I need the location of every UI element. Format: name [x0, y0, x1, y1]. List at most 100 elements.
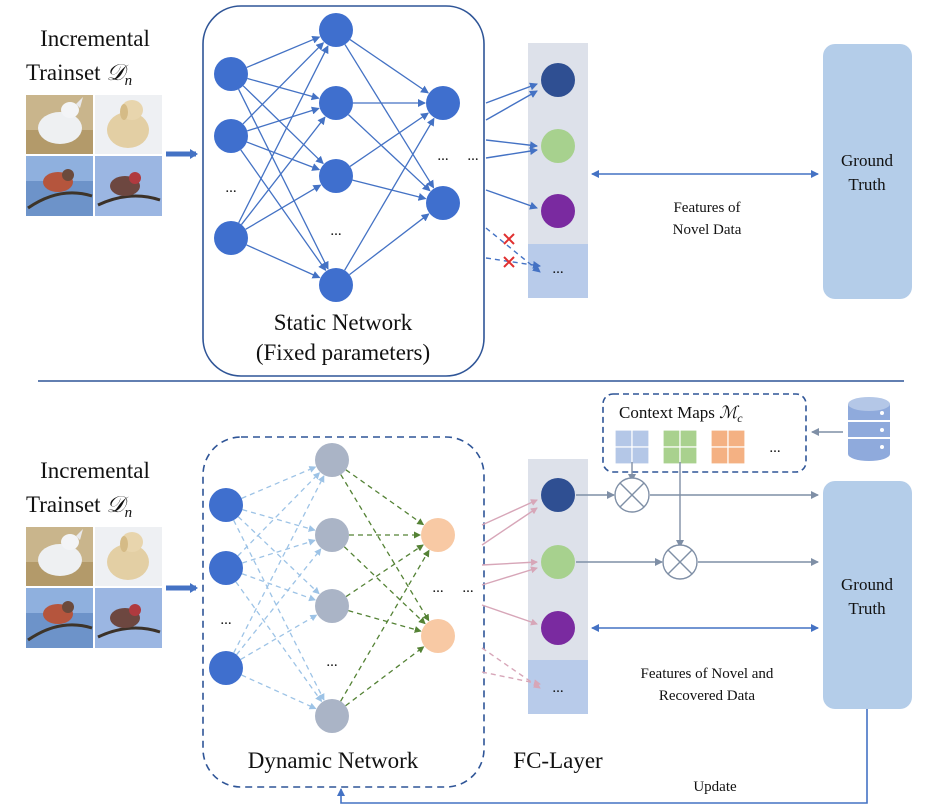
bird-image — [26, 588, 93, 648]
bottom-ground-truth-line1: Ground — [841, 575, 893, 594]
top-ground-truth-line1: Ground — [841, 151, 893, 170]
context-maps-label: Context Maps ℳc — [619, 403, 743, 425]
context-map-tile — [614, 429, 650, 465]
update-arrow — [337, 709, 868, 804]
bottom-network-edges — [233, 466, 430, 710]
top-fc-node-2 — [541, 129, 575, 163]
network-edge — [233, 475, 325, 654]
network-edge — [240, 614, 318, 660]
top-ground-truth-box — [823, 44, 912, 299]
network-edge — [345, 469, 425, 526]
bottom-outer-ellipsis: ... — [462, 580, 473, 596]
top-features-label-line2: Novel Data — [673, 222, 742, 238]
top-fc-node-1 — [541, 63, 575, 97]
network-edge — [247, 77, 320, 101]
top-input-ellipsis: ... — [225, 180, 236, 196]
multiply-icon — [614, 477, 650, 513]
top-trainset-images — [26, 95, 162, 216]
network-edge — [344, 117, 435, 271]
network-edge — [352, 179, 427, 201]
network-edge — [349, 112, 429, 167]
bottom-input-ellipsis: ... — [220, 612, 231, 628]
context-maps-box — [602, 393, 807, 473]
bottom-hidden-node-3 — [315, 589, 349, 623]
context-map-tile — [662, 429, 698, 465]
top-fc-arrows — [485, 82, 541, 273]
database-icon — [848, 397, 890, 461]
network-edge — [241, 674, 317, 710]
fox-image — [26, 95, 93, 154]
network-edge — [344, 44, 435, 189]
network-edge — [236, 548, 322, 656]
finch-image — [95, 156, 162, 216]
network-edge — [238, 45, 329, 224]
bottom-input-node-3 — [209, 651, 243, 685]
finch-image — [95, 588, 162, 648]
bottom-fc-node-3 — [541, 611, 575, 645]
top-trainset-label-line2: Trainset 𝒟n — [26, 60, 132, 89]
network-edge — [242, 85, 324, 165]
top-network-edges — [237, 35, 435, 279]
network-edge — [237, 88, 329, 270]
bottom-output-node-1 — [421, 518, 455, 552]
bottom-ground-truth-line2: Truth — [848, 599, 886, 618]
network-edge — [349, 39, 429, 94]
top-outer-ellipsis: ... — [467, 148, 478, 164]
update-label: Update — [693, 779, 737, 795]
network-edge — [241, 466, 317, 499]
top-trainset-label-line1: Incremental — [40, 26, 150, 51]
dynamic-network-box — [202, 436, 485, 788]
bottom-trainset-images — [26, 527, 162, 648]
network-edge — [246, 35, 321, 69]
bottom-fc-node-2 — [541, 545, 575, 579]
network-edge — [347, 114, 431, 192]
bottom-trainset-label-line1: Incremental — [40, 458, 150, 483]
top-blocked-arrow-2 — [485, 257, 541, 269]
network-edge — [242, 42, 325, 125]
top-input-node-3 — [214, 221, 248, 255]
dynamic-network-title: Dynamic Network — [248, 748, 419, 773]
context-map-tile — [710, 429, 746, 465]
network-edge — [242, 509, 316, 532]
network-edge — [240, 149, 327, 272]
bottom-trainset-label-line2: Trainset 𝒟n — [26, 492, 132, 521]
top-hidden-node-1 — [319, 13, 353, 47]
network-edge — [247, 106, 320, 132]
bottom-input-node-2 — [209, 551, 243, 585]
bottom-output-ellipsis: ... — [432, 580, 443, 596]
top-input-node-2 — [214, 119, 248, 153]
top-hidden-node-2 — [319, 86, 353, 120]
network-edge — [246, 244, 321, 279]
top-fc-ellipsis: ... — [552, 261, 563, 277]
bottom-features-label-line1: Features of Novel and — [641, 666, 774, 682]
network-edge — [345, 544, 424, 598]
bottom-output-node-2 — [421, 619, 455, 653]
network-edge — [233, 519, 325, 701]
top-hidden-node-4 — [319, 268, 353, 302]
network-edge — [245, 184, 322, 230]
top-output-node-1 — [426, 86, 460, 120]
fox-image — [26, 527, 93, 586]
top-panel: Incremental Trainset 𝒟n — [26, 5, 912, 377]
network-edge — [241, 573, 316, 602]
network-edge — [240, 116, 326, 225]
network-edge — [343, 546, 426, 625]
bottom-fc-node-1 — [541, 478, 575, 512]
network-edge — [235, 581, 323, 703]
top-hidden-node-3 — [319, 159, 353, 193]
bottom-ground-truth-box — [823, 481, 912, 709]
bottom-hidden-ellipsis: ... — [326, 654, 337, 670]
top-input-node-1 — [214, 57, 248, 91]
network-edge — [237, 472, 321, 557]
network-edge — [348, 610, 422, 633]
bottom-network-nodes — [209, 443, 455, 733]
static-network-box — [202, 5, 485, 377]
static-network-subtitle: (Fixed parameters) — [256, 340, 430, 365]
top-output-ellipsis: ... — [437, 148, 448, 164]
top-output-node-2 — [426, 186, 460, 220]
dog-image — [95, 527, 162, 586]
network-edge — [345, 646, 425, 707]
bottom-hidden-node-4 — [315, 699, 349, 733]
bird-image — [26, 156, 93, 216]
